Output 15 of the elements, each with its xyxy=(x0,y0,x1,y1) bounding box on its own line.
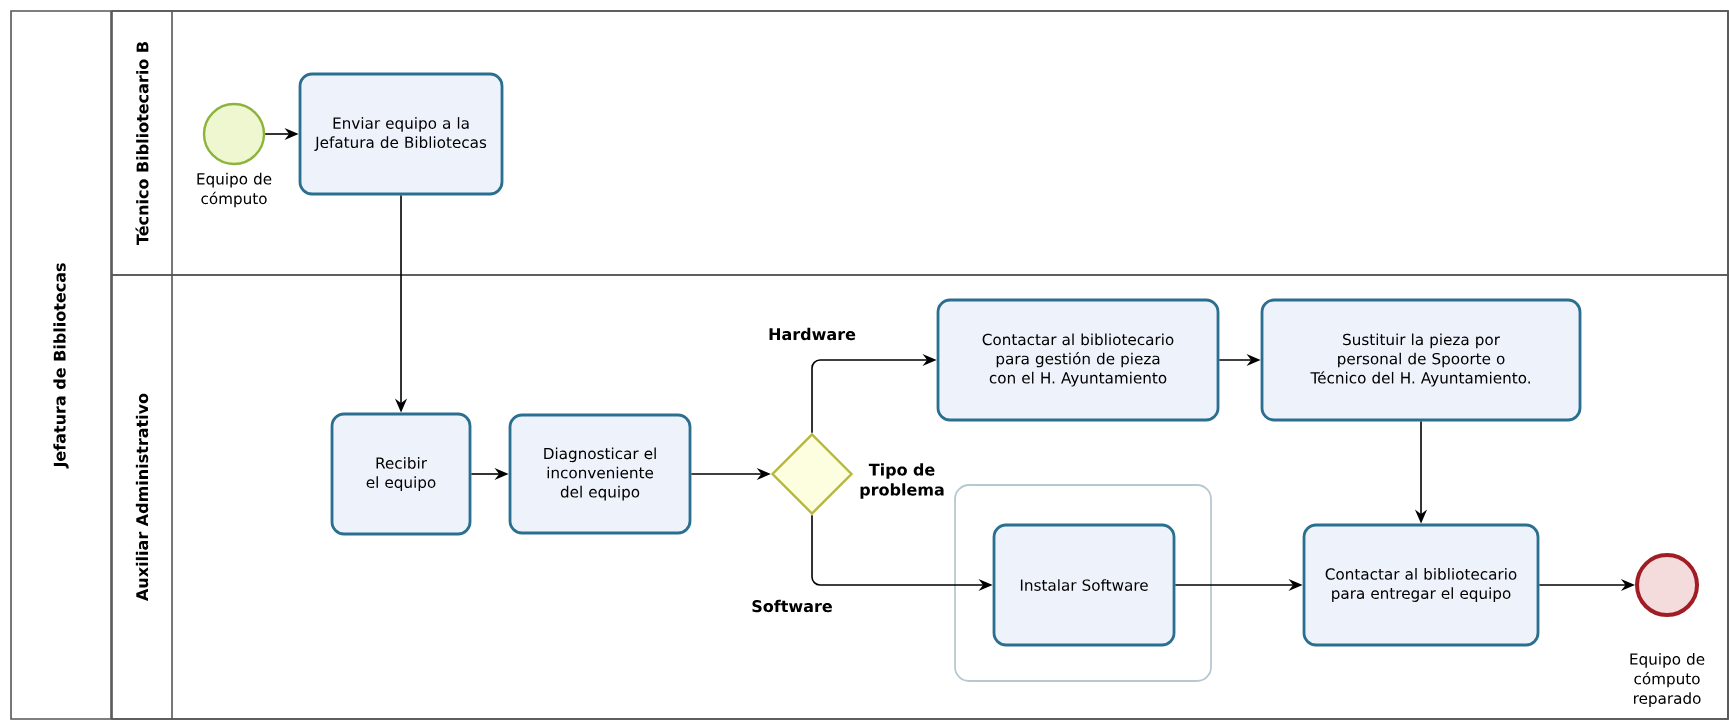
event-label: Equipo de cómputo xyxy=(197,172,272,208)
task-box: Diagnosticar el inconveniente del equipo xyxy=(508,413,692,535)
edge-label: Software xyxy=(749,597,835,615)
task-box: Instalar Software xyxy=(992,523,1176,647)
task-box: Enviar equipo a la Jefatura de Bibliotecas xyxy=(298,72,504,196)
start-event-circle xyxy=(202,102,266,166)
edge-label: Hardware xyxy=(766,325,858,343)
task-box: Recibir el equipo xyxy=(330,412,472,536)
end-event-circle xyxy=(1635,553,1699,617)
task-box: Contactar al bibliotecario para entregar el equipo xyxy=(1302,523,1540,647)
task-box: Contactar al bibliotecario para gestión de pieza con el H. Ayuntamiento xyxy=(936,298,1220,422)
task-box: Sustituir la pieza por personal de Spoorte o Técnico del H. Ayuntamiento. xyxy=(1260,298,1582,422)
event-label: Tipo de problema xyxy=(860,463,944,499)
event-label: Equipo de cómputo reparado xyxy=(1630,653,1705,707)
group-frame xyxy=(954,484,1212,682)
